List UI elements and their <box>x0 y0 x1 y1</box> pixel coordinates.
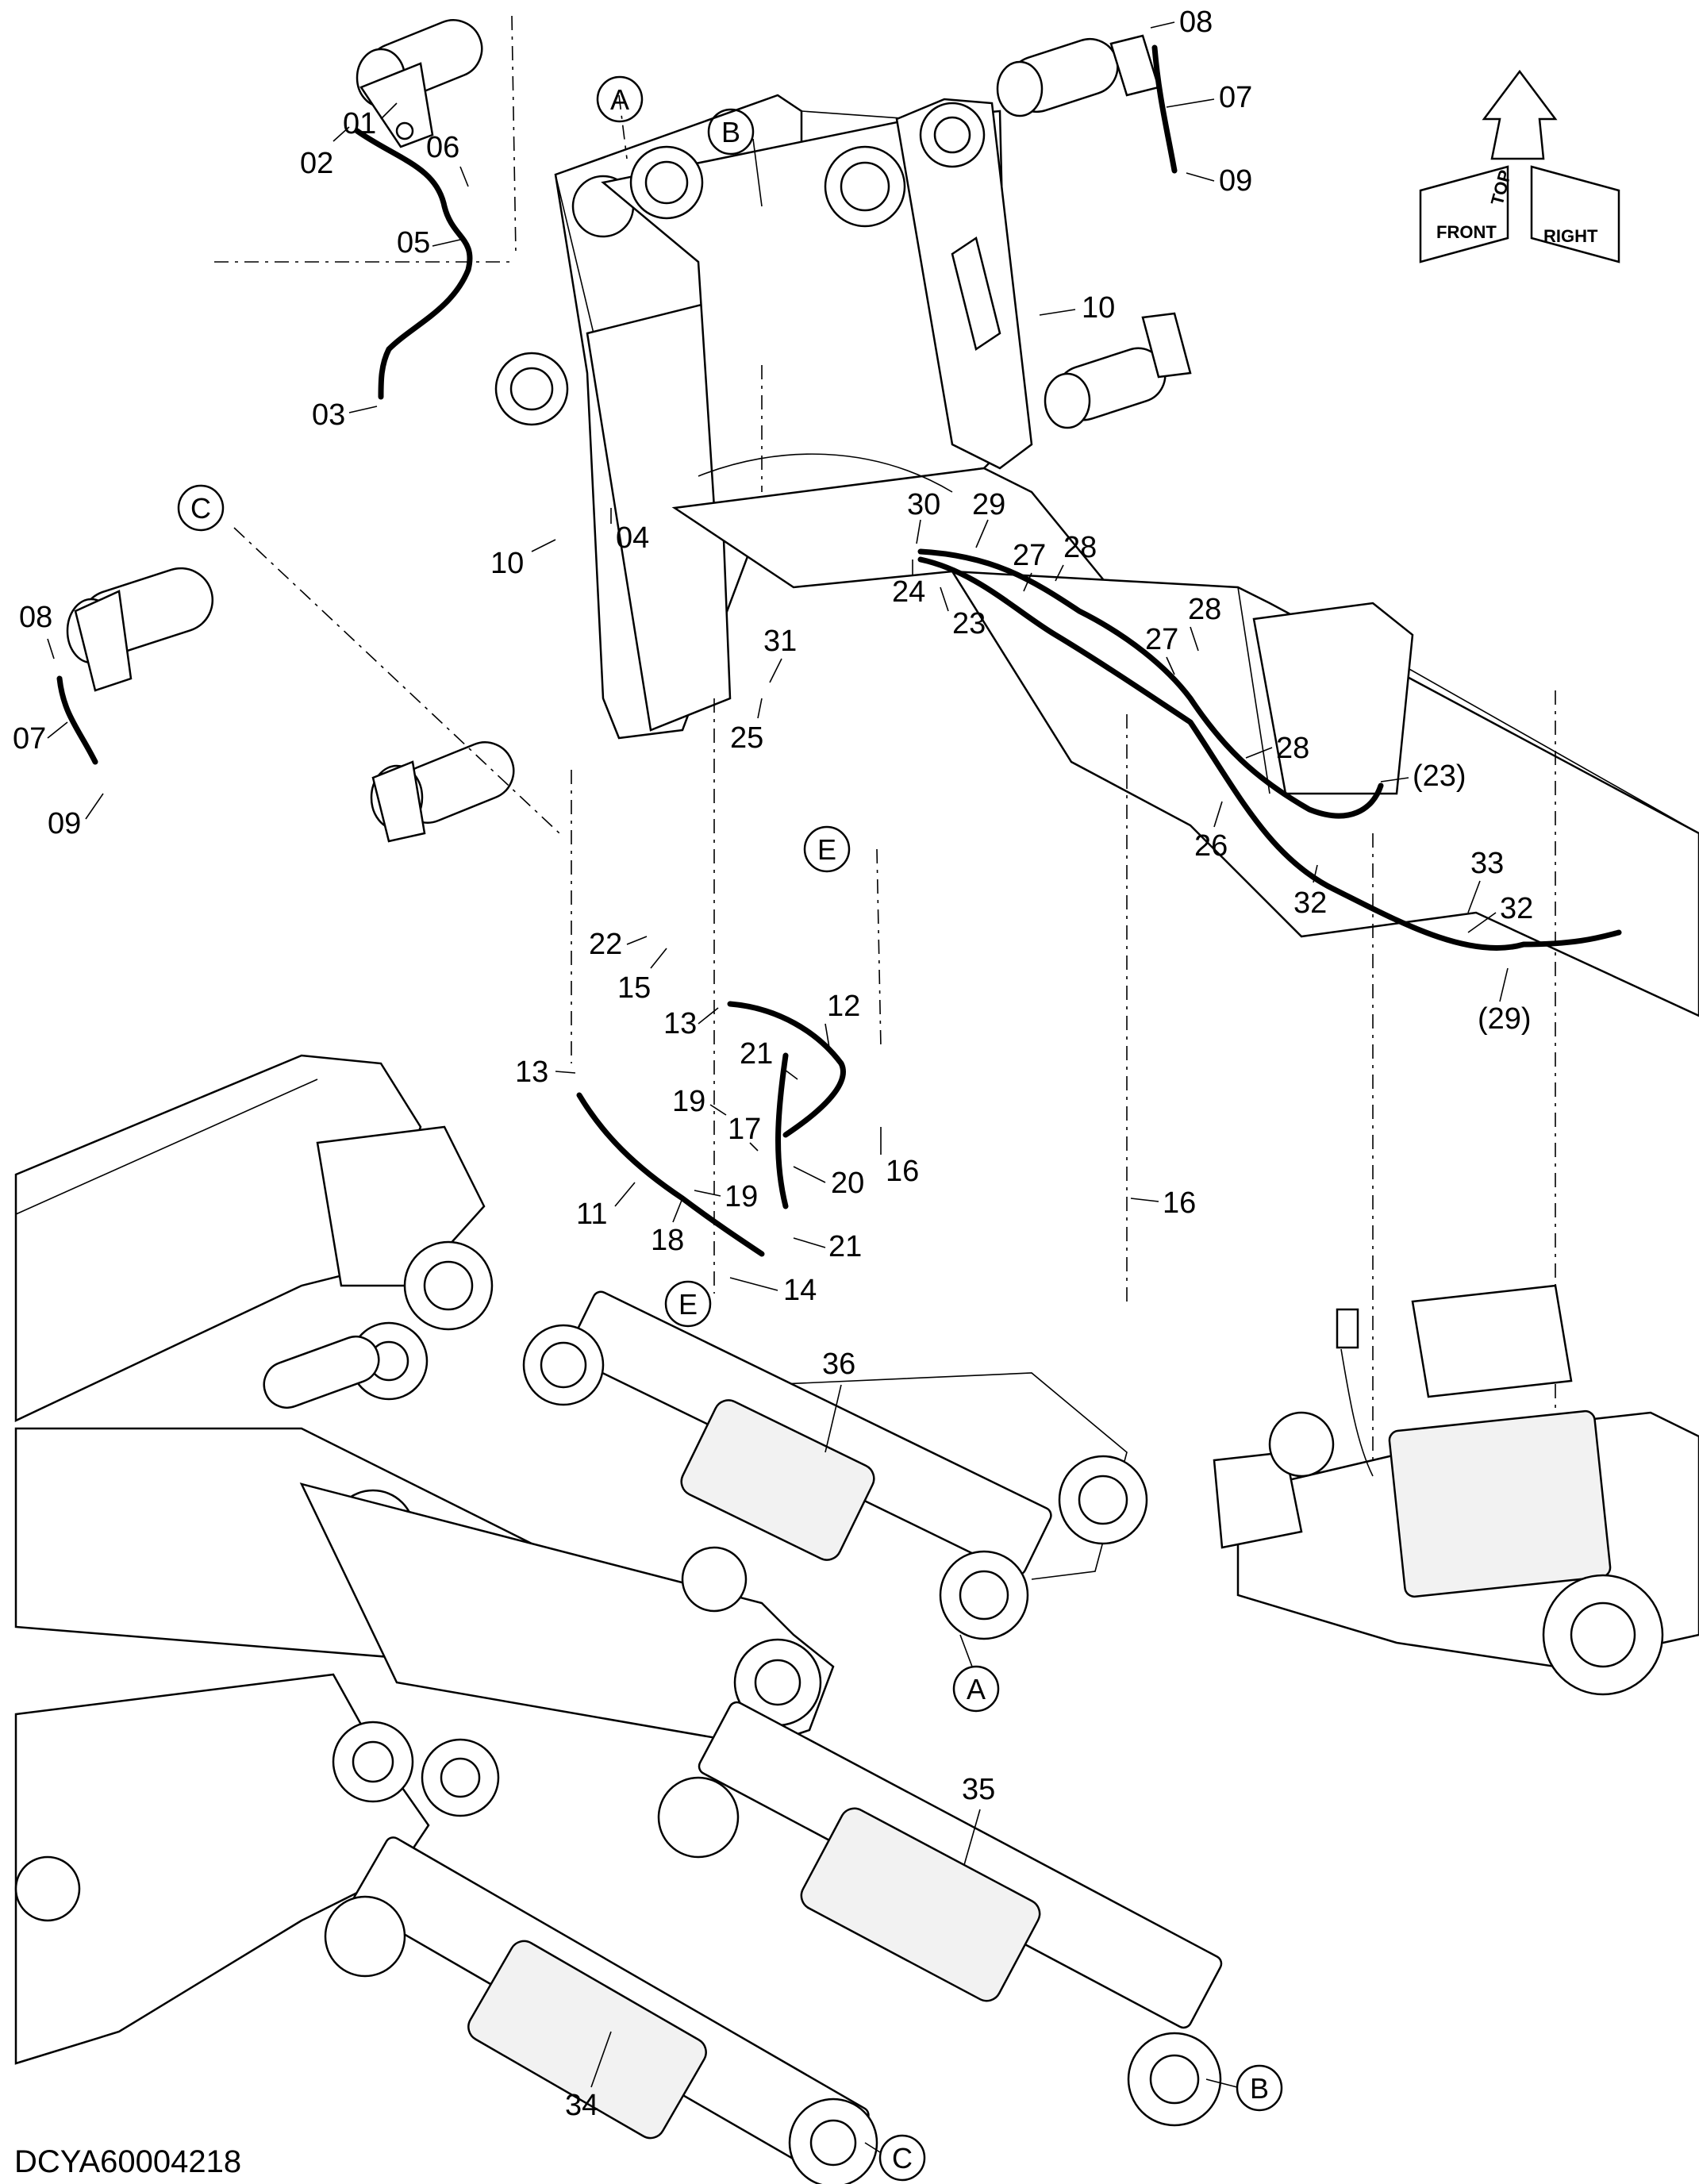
callout-08-left: 08 <box>19 601 52 634</box>
callout-21-top: 21 <box>740 1037 773 1071</box>
hose-01 <box>354 128 473 400</box>
callout-07-top: 07 <box>1219 81 1252 114</box>
callout-13-left: 13 <box>515 1055 548 1089</box>
callout-11: 11 <box>576 1198 607 1231</box>
callout-18: 18 <box>651 1224 684 1257</box>
hose-07-top <box>1151 44 1178 174</box>
svg-text:A: A <box>967 1673 986 1705</box>
callout-23: 23 <box>952 607 986 640</box>
right-label: RIGHT <box>1543 226 1598 246</box>
callout-19-bottom: 19 <box>725 1180 758 1213</box>
callout-36: 36 <box>822 1348 855 1381</box>
svg-text:B: B <box>1250 2072 1269 2105</box>
pin-top-left <box>356 19 483 148</box>
hose-11-12-20 <box>576 1001 846 1257</box>
hose-07-left <box>56 675 98 765</box>
circle-ref-a-cyl: A <box>952 1634 1000 1713</box>
callout-09-left: 09 <box>48 807 81 840</box>
circle-ref-a-top: A <box>596 75 644 123</box>
callout-31: 31 <box>763 625 797 658</box>
callout-28-low: 28 <box>1276 732 1309 765</box>
callout-27-top: 27 <box>1013 539 1046 572</box>
callout-10-left: 10 <box>490 547 524 580</box>
callout-30: 30 <box>907 488 940 521</box>
circle-ref-b-cyl: B <box>1205 2064 1283 2112</box>
pin-left-mid <box>66 567 214 692</box>
callout-08-top: 08 <box>1179 6 1213 39</box>
svg-text:A: A <box>610 83 629 116</box>
callout-07-left: 07 <box>13 722 46 756</box>
callout-06: 06 <box>426 131 459 164</box>
pin-top-right <box>996 34 1160 117</box>
callout-04: 04 <box>616 521 649 555</box>
hose-23-29 <box>917 548 1622 951</box>
callout-02: 02 <box>300 147 333 180</box>
callout-35: 35 <box>962 1773 995 1806</box>
svg-text:E: E <box>678 1288 698 1321</box>
svg-text:E: E <box>817 833 836 866</box>
cylinder-35-drawing <box>657 1701 1223 2127</box>
part-callouts: 01 02 03 04 05 06 07 07 08 08 09 09 10 1… <box>13 6 1533 2122</box>
circle-ref-b-top: B <box>707 108 763 207</box>
callout-15: 15 <box>617 971 651 1005</box>
callout-05: 05 <box>397 226 430 260</box>
callout-32-left: 32 <box>1293 886 1327 920</box>
svg-text:C: C <box>190 492 211 525</box>
callout-22: 22 <box>589 928 622 961</box>
pin-left-low <box>370 741 515 843</box>
circle-ref-c-top: C <box>177 484 225 532</box>
cylinder-36-drawing <box>522 1290 1052 1640</box>
callout-09-top: 09 <box>1219 164 1252 198</box>
callout-10-right: 10 <box>1082 291 1115 325</box>
callout-19-top: 19 <box>672 1085 705 1118</box>
callout-16-right: 16 <box>1163 1186 1196 1220</box>
callout-20: 20 <box>831 1167 864 1200</box>
callout-28-mid: 28 <box>1188 593 1221 626</box>
callout-34: 34 <box>565 2089 598 2122</box>
callout-03: 03 <box>312 398 345 432</box>
drawing-code: DCYA60004218 <box>14 2144 241 2179</box>
callout-29-ref: (29) <box>1478 1002 1532 1036</box>
callout-13-right: 13 <box>663 1007 697 1040</box>
callout-25: 25 <box>730 721 763 755</box>
circle-ref-e-low: E <box>664 1280 712 1328</box>
callout-14: 14 <box>783 1274 817 1307</box>
svg-text:B: B <box>721 116 740 148</box>
svg-text:C: C <box>892 2142 913 2174</box>
callout-17: 17 <box>728 1113 761 1146</box>
boom-drawing <box>14 1054 1148 2065</box>
cylinder-34-drawing <box>324 1836 878 2184</box>
front-label: FRONT <box>1436 222 1497 242</box>
callout-28-top: 28 <box>1063 531 1097 564</box>
callout-21-bottom: 21 <box>828 1230 862 1263</box>
pin-right <box>1044 312 1192 429</box>
circle-ref-e-mid: E <box>803 825 851 873</box>
direction-indicator: FRONT RIGHT TOP <box>1419 69 1620 263</box>
callout-01: 01 <box>343 107 376 140</box>
callout-27-mid: 27 <box>1145 623 1178 656</box>
callout-23-ref: (23) <box>1413 759 1466 793</box>
callout-29: 29 <box>972 488 1005 521</box>
front-frame-drawing <box>66 15 1699 1587</box>
callout-26: 26 <box>1194 829 1228 863</box>
callout-24: 24 <box>892 575 925 609</box>
callout-12: 12 <box>827 990 860 1023</box>
callout-32-right: 32 <box>1500 892 1533 925</box>
callout-33: 33 <box>1470 847 1504 880</box>
callout-16-left: 16 <box>886 1155 919 1188</box>
circle-ref-c-cyl: C <box>864 2134 926 2182</box>
axle-drawing <box>1213 1284 1699 1696</box>
